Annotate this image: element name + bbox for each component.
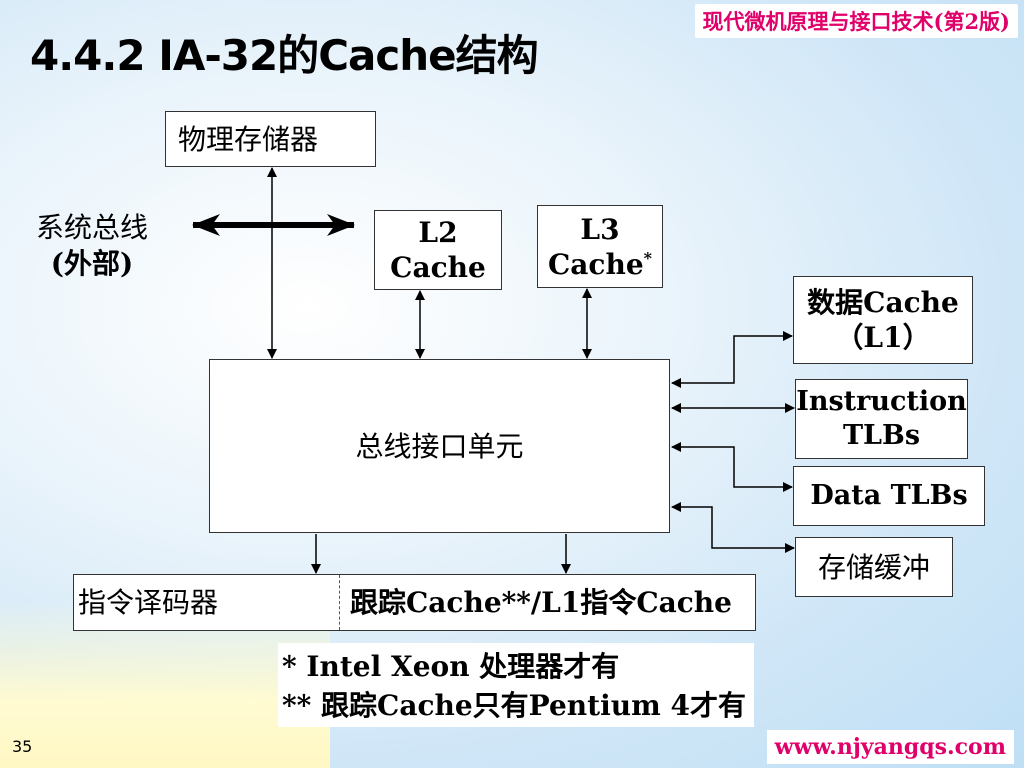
l3-line1: L3 (580, 212, 620, 246)
footer-url[interactable]: www.njyangqs.com (766, 730, 1014, 764)
bus-interface-unit-box: 总线接口单元 (209, 359, 670, 533)
trace-cache: 跟踪Cache**/L1指令Cache (340, 575, 755, 630)
bus-interface-unit-label: 总线接口单元 (355, 429, 524, 463)
dtlb-label: Data TLBs (810, 480, 968, 512)
system-bus-line1: 系统总线 (36, 211, 149, 244)
l2-cache-box: L2 Cache (374, 210, 502, 290)
trace-cache-label: 跟踪Cache**/L1指令Cache (350, 586, 732, 619)
decoder-row: 指令译码器 跟踪Cache**/L1指令Cache (73, 574, 756, 631)
page-title: 4.4.2 IA-32的Cache结构 (30, 31, 539, 80)
store-buffer-box: 存储缓冲 (795, 537, 953, 597)
biu-dtlb-link (671, 442, 793, 492)
data-tlbs-box: Data TLBs (793, 466, 985, 526)
l3-footnote-mark: * (643, 248, 653, 268)
physical-memory-label: 物理存储器 (178, 122, 319, 156)
biu-store-buffer-link (671, 502, 795, 553)
l2-line2: Cache (390, 251, 486, 284)
l2-line1: L2 (418, 216, 458, 249)
system-bus-line2: (外部) (50, 247, 134, 281)
l3-line2: Cache (547, 247, 644, 281)
itlb-line1: Instruction (796, 386, 967, 418)
instruction-tlbs-box: Instruction TLBs (795, 379, 968, 459)
l3-line2-wrap: Cache* (548, 247, 652, 282)
data-cache-box: 数据Cache （L1） (793, 276, 973, 364)
data-cache-line1: 数据Cache (807, 286, 959, 319)
page-number: 35 (12, 737, 33, 756)
decoder-label: 指令译码器 (78, 586, 219, 619)
store-buffer-label: 存储缓冲 (817, 550, 930, 584)
note-pentium4: ** 跟踪Cache只有Pentium 4才有 (282, 689, 746, 723)
note-xeon: * Intel Xeon 处理器才有 (282, 650, 620, 683)
data-cache-line2: （L1） (835, 321, 931, 354)
l3-cache-box: L3 Cache* (537, 205, 663, 288)
notes: * Intel Xeon 处理器才有 ** 跟踪Cache只有Pentium 4… (278, 643, 754, 728)
system-bus-label: 系统总线 (外部) (36, 210, 148, 283)
itlb-line2: TLBs (842, 420, 921, 451)
instruction-decoder: 指令译码器 (74, 575, 340, 630)
physical-memory-box: 物理存储器 (165, 111, 376, 167)
book-title: 现代微机原理与接口技术(第2版) (694, 4, 1018, 38)
biu-data-cache-link (671, 331, 793, 388)
